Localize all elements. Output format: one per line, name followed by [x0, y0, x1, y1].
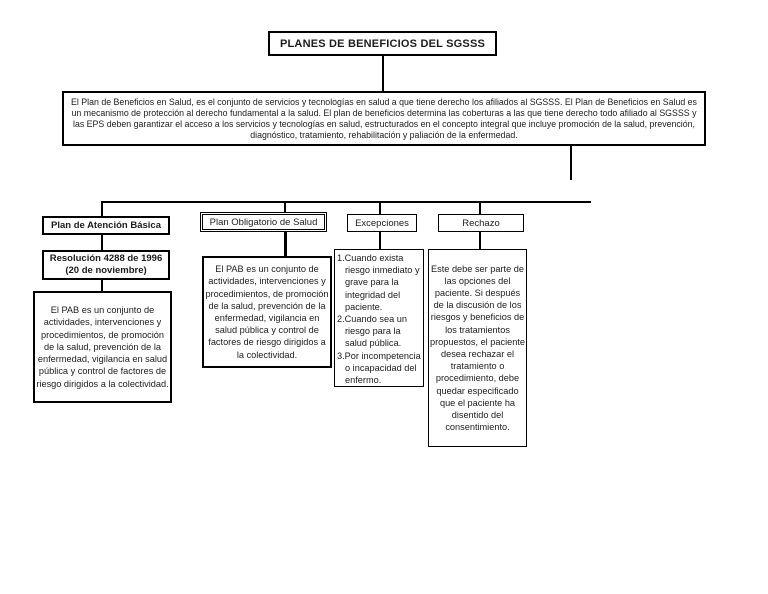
node-plan-obligatorio-salud: Plan Obligatorio de Salud — [200, 212, 327, 232]
node-resolucion: Resolución 4288 de 1996 (20 de noviembre… — [42, 250, 170, 280]
connector-rechazo-to-body — [479, 232, 481, 250]
node-excepciones: Excepciones — [347, 214, 417, 232]
connector-drop-plan-atencion-basica — [101, 201, 103, 217]
connector-drop-plan-obligatorio — [284, 201, 286, 213]
excepciones-item-2: 2.Cuando sea un riesgo para la salud púb… — [337, 314, 407, 349]
connector-resolucion-to-pab-body — [101, 280, 103, 291]
excepciones-item-3: 3.Por incompetencia o incapacidad del en… — [337, 350, 421, 386]
node-plan-atencion-basica: Plan de Atención Básica — [42, 216, 170, 235]
description-text: El Plan de Beneficios en Salud, es el co… — [71, 96, 697, 140]
connector-description-stub — [570, 146, 572, 180]
node-pos-definition: El PAB es un conjunto de actividades, in… — [202, 256, 332, 368]
connector-pos-to-body — [284, 232, 287, 257]
pos-definition-text: El PAB es un conjunto de actividades, in… — [205, 264, 329, 360]
resolucion-line1: Resolución 4288 de 1996 — [49, 253, 163, 264]
connector-drop-rechazo — [479, 201, 481, 215]
connector-drop-excepciones — [379, 201, 381, 215]
node-plan-atencion-basica-label: Plan de Atención Básica — [51, 220, 161, 231]
node-rechazo-definition: Este debe ser parte de las opciones del … — [428, 249, 527, 447]
pab-definition-text: El PAB es un conjunto de actividades, in… — [36, 305, 169, 389]
node-plan-obligatorio-salud-label: Plan Obligatorio de Salud — [209, 216, 318, 228]
connector-title-to-description — [382, 56, 384, 91]
title-node: PLANES DE BENEFICIOS DEL SGSSS — [268, 31, 497, 56]
connector-branch-rail — [101, 201, 591, 203]
excepciones-item-1: 1.Cuando exista riesgo inmediato y grave… — [337, 253, 420, 312]
node-rechazo: Rechazo — [438, 214, 524, 232]
connector-excepciones-to-body — [379, 232, 381, 250]
description-node: El Plan de Beneficios en Salud, es el co… — [62, 91, 706, 146]
node-rechazo-label: Rechazo — [462, 217, 500, 229]
resolucion-line2: (20 de noviembre) — [65, 265, 147, 276]
connector-pab-to-resolucion — [101, 235, 103, 250]
node-excepciones-label: Excepciones — [355, 217, 409, 229]
page-title: PLANES DE BENEFICIOS DEL SGSSS — [279, 37, 486, 50]
node-excepciones-list: 1.Cuando exista riesgo inmediato y grave… — [334, 249, 424, 387]
rechazo-definition-text: Este debe ser parte de las opciones del … — [430, 263, 526, 433]
node-pab-definition: El PAB es un conjunto de actividades, in… — [33, 291, 172, 403]
